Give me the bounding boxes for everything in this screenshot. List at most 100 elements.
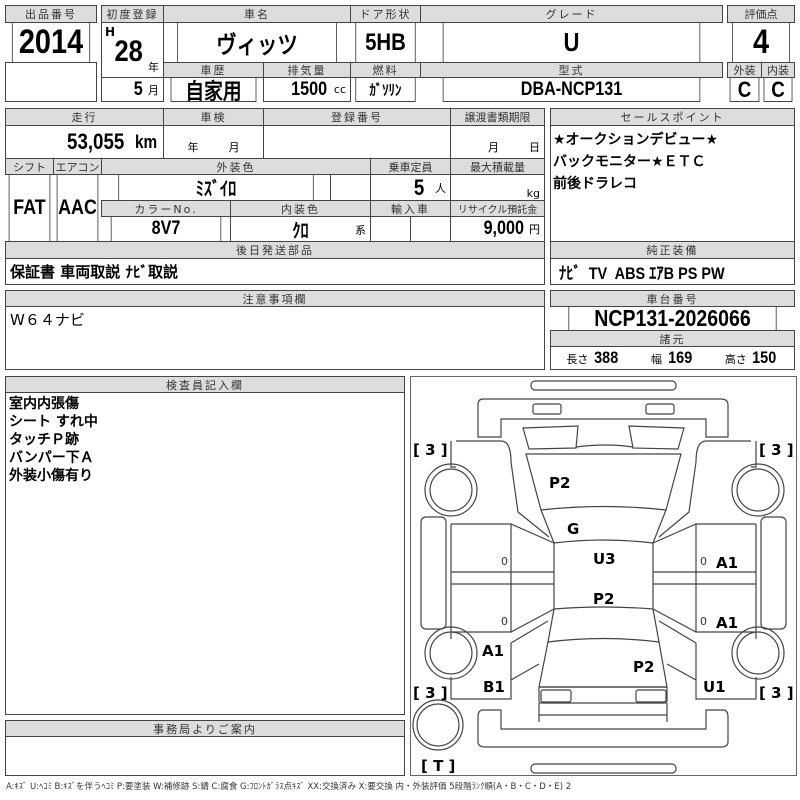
windshield: [540, 509, 667, 544]
color-no: 8V7: [110, 216, 222, 242]
rear-bumper: [477, 709, 729, 748]
year-unit: 年: [187, 141, 199, 154]
zero-mark: 0: [700, 555, 707, 568]
first-reg-label: 初度登録: [101, 5, 164, 23]
tire-tread-fl: [ 3 ]: [413, 441, 448, 459]
mileage: 53,055: [66, 129, 124, 154]
width: 169: [667, 348, 692, 367]
import-cell-2: [410, 216, 451, 242]
zero-mark: 0: [501, 555, 508, 568]
displacement-cell: 1500 cc: [263, 77, 351, 102]
legend: A:ｷｽﾞ U:ﾍｺﾐ B:ｷｽﾞを伴うﾍｺﾐ P:要塗装 W:補修跡 S:錆 …: [6, 782, 572, 792]
model-code: DBA-NCP131: [442, 77, 701, 102]
length: 388: [594, 348, 619, 367]
color-no-label: カラーNo.: [101, 200, 231, 217]
door-type: 5HB: [355, 22, 416, 63]
shift-label: シフト: [5, 158, 54, 175]
inspection-label: 車検: [163, 108, 264, 126]
damage-mark-rear-right-door: A1: [716, 614, 738, 632]
sales-points: ★オークションデビュー★ バックモニター★ＥＴＣ 前後ドラレコ: [550, 125, 795, 242]
lot-label: 出品番号: [5, 5, 97, 23]
specs: 長さ 388 幅 169 高さ 150: [550, 346, 795, 370]
damage-mark-windshield: G: [567, 520, 579, 538]
inspector-note: シート すれ中: [9, 414, 98, 430]
notes-label: 注意事項欄: [5, 290, 545, 307]
inspector-note: 室内内張傷: [9, 396, 79, 412]
shift: FAT: [8, 174, 51, 242]
notes-box: W６４ナビ: [5, 306, 545, 370]
transfer-cell: 月日: [450, 125, 545, 159]
int-color: ｸﾛ: [292, 220, 309, 242]
tire-tread-rl: [ 3 ]: [413, 684, 448, 702]
ext-color-blank: [330, 174, 371, 201]
office-label: 事務局よりご案内: [5, 720, 405, 737]
sales-point: バックモニター★ＥＴＣ: [553, 154, 706, 170]
spare-tire: [412, 699, 464, 751]
damage-diagram: [ 3 ] [ 3 ] [ 3 ] [ 3 ] [ T ] P2 G U3 P2…: [410, 376, 797, 776]
max-load-cell: kg: [450, 174, 545, 201]
first-reg-month: 5: [134, 78, 144, 100]
cc-unit: cc: [333, 83, 346, 96]
transfer-label: 譲渡書類期限: [450, 108, 545, 126]
capacity-label: 乗車定員: [370, 158, 451, 175]
yen-unit: 円: [529, 223, 540, 236]
month-unit: 月: [148, 83, 159, 97]
inspector-note: 外装小傷有り: [9, 468, 93, 484]
inspector-note: バンパー下Ａ: [9, 450, 94, 466]
inspector-box: 室内内張傷 シート すれ中 タッチＰ跡 バンパー下Ａ 外装小傷有り: [5, 392, 405, 715]
ext-score-label: 外装: [727, 62, 762, 78]
reg-no-label: 登録番号: [263, 108, 451, 126]
zero-mark: 0: [700, 615, 707, 628]
displacement: 1500: [290, 78, 327, 100]
fuel: ｶﾞｿﾘﾝ: [355, 77, 416, 102]
front-bumper-bar: [530, 380, 677, 391]
ac-label: エアコン: [53, 158, 102, 175]
era: H: [105, 25, 116, 39]
reg-no-cell: [263, 125, 451, 159]
door-label: ドア形状: [350, 5, 421, 23]
inspector-label: 検査員記入欄: [5, 376, 405, 393]
grade: U: [442, 22, 701, 63]
ac: AAC: [56, 174, 99, 242]
sales-point: ★オークションデビュー★: [553, 132, 719, 148]
grade-label: グレード: [420, 5, 723, 23]
score: 4: [732, 22, 790, 63]
fuel-label: 燃料: [350, 62, 421, 78]
sales-points-label: セールスポイント: [550, 108, 795, 126]
mileage-label: 走行: [5, 108, 164, 126]
ext-color-label: 外装色: [101, 158, 371, 175]
lot-blank: [5, 62, 97, 102]
ext-color: ﾐｽﾞｲﾛ: [118, 174, 314, 201]
car-diagram: [ 3 ] [ 3 ] [ 3 ] [ 3 ] [ T ] P2 G U3 P2…: [412, 380, 794, 775]
tire-tread-rr: [ 3 ]: [759, 684, 794, 702]
inspector-note: タッチＰ跡: [9, 432, 79, 448]
car-name-label: 車名: [163, 5, 351, 23]
later-parts-label: 後日発送部品: [5, 241, 545, 259]
person-unit: 人: [435, 181, 446, 195]
car-name: ヴィッツ: [177, 22, 337, 63]
recycle-fee: 9,000: [484, 218, 525, 239]
int-color-cell: ｸﾛ 系: [230, 216, 371, 242]
height-label: 高さ: [724, 353, 747, 366]
damage-mark-hood: P2: [549, 474, 570, 492]
capacity: 5: [413, 174, 425, 200]
height: 150: [752, 348, 777, 367]
day-unit: 日: [529, 141, 540, 154]
first-reg-year-cell: H 28 年: [101, 22, 164, 78]
recycle-cell: 9,000 円: [450, 216, 545, 242]
zero-mark: 0: [501, 615, 508, 628]
month-unit: 月: [228, 141, 240, 154]
lot-number: 2014: [11, 22, 91, 63]
int-color-label: 内装色: [230, 200, 371, 217]
sales-point: 前後ドラレコ: [553, 176, 637, 192]
year-unit: 年: [148, 61, 159, 74]
kei-unit: 系: [355, 224, 366, 237]
chassis-number: NCP131-2026066: [568, 306, 777, 331]
import-label: 輸入車: [370, 200, 451, 217]
max-load-label: 最大積載量: [450, 158, 545, 175]
model-label: 型式: [420, 62, 723, 78]
damage-mark-trunk: P2: [633, 658, 654, 676]
